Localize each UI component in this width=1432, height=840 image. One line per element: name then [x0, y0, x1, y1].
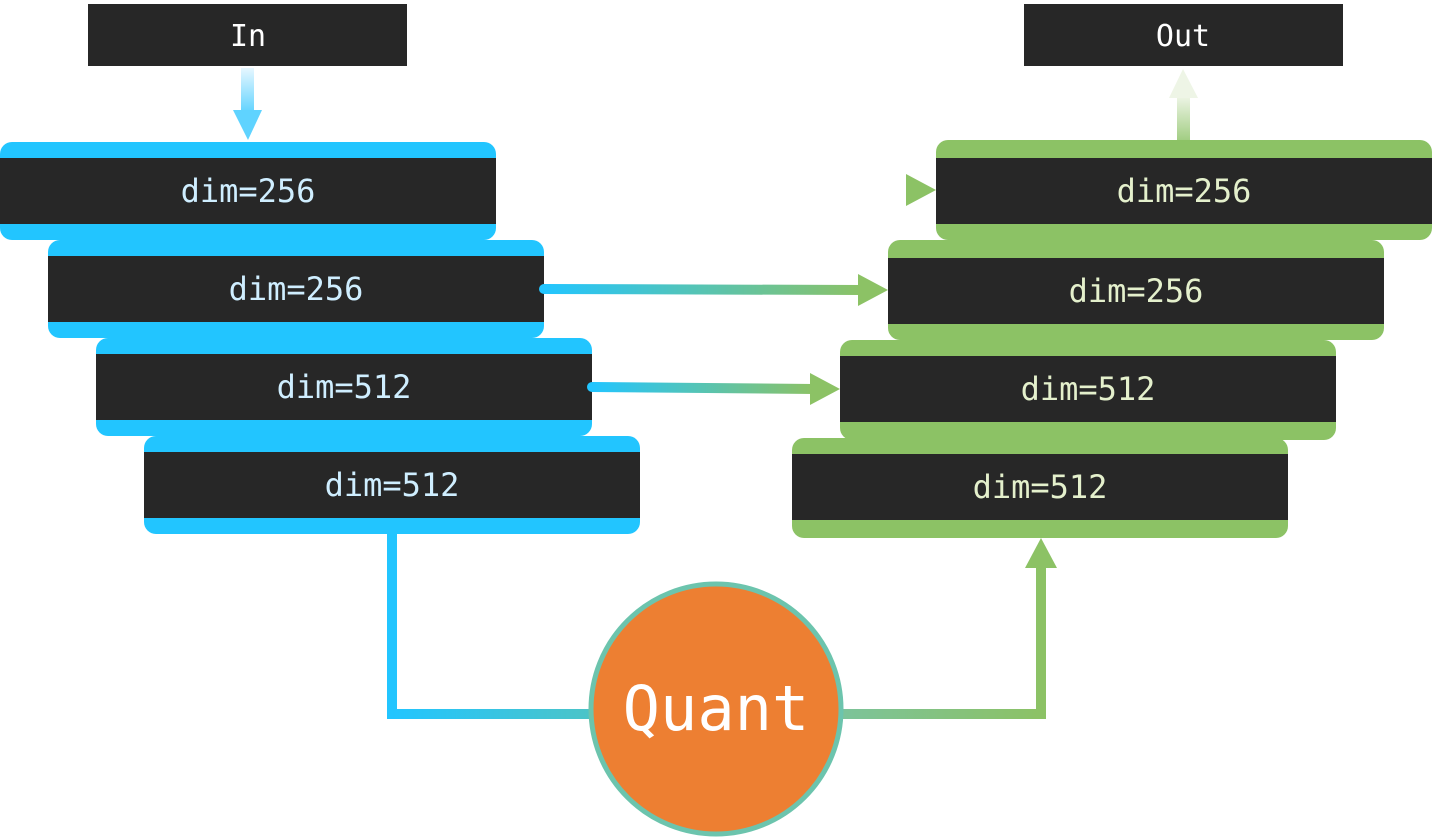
quantizer-node: Quant — [588, 581, 844, 837]
output-arrow — [1169, 69, 1198, 142]
decoder-layer-label: dim=256 — [1069, 272, 1204, 310]
decoder-layer-4: dim=512 — [792, 438, 1288, 538]
output-node: Out — [1024, 4, 1343, 66]
decoder-layer-2: dim=256 — [888, 240, 1384, 340]
input-node: In — [88, 4, 407, 66]
decoder-layer-3: dim=512 — [840, 340, 1336, 440]
decoder-layer-label: dim=512 — [1021, 370, 1156, 408]
encoder-layer-2: dim=256 — [48, 240, 544, 338]
bottleneck-up-path — [842, 538, 1057, 719]
output-label: Out — [1156, 19, 1210, 54]
encoder-layer-label: dim=256 — [229, 270, 364, 308]
decoder-layer-label: dim=512 — [973, 468, 1108, 506]
encoder-layer-4: dim=512 — [144, 436, 640, 534]
encoder-layer-3: dim=512 — [96, 338, 592, 436]
input-arrow — [233, 68, 262, 140]
skip-connection-2 — [539, 274, 888, 306]
decoder-layer-1: dim=256 — [936, 140, 1432, 240]
skip-connection-3 — [587, 373, 840, 405]
encoder-layer-label: dim=256 — [181, 172, 316, 210]
input-label: In — [230, 19, 266, 54]
bottleneck-down-path — [387, 534, 592, 719]
quantizer-label: Quant — [623, 672, 810, 745]
encoder-layer-label: dim=512 — [325, 466, 460, 504]
encoder-layer-label: dim=512 — [277, 368, 412, 406]
encoder-layer-1: dim=256 — [0, 142, 496, 240]
decoder-layer-label: dim=256 — [1117, 172, 1252, 210]
skip-connection-1 — [491, 174, 936, 206]
